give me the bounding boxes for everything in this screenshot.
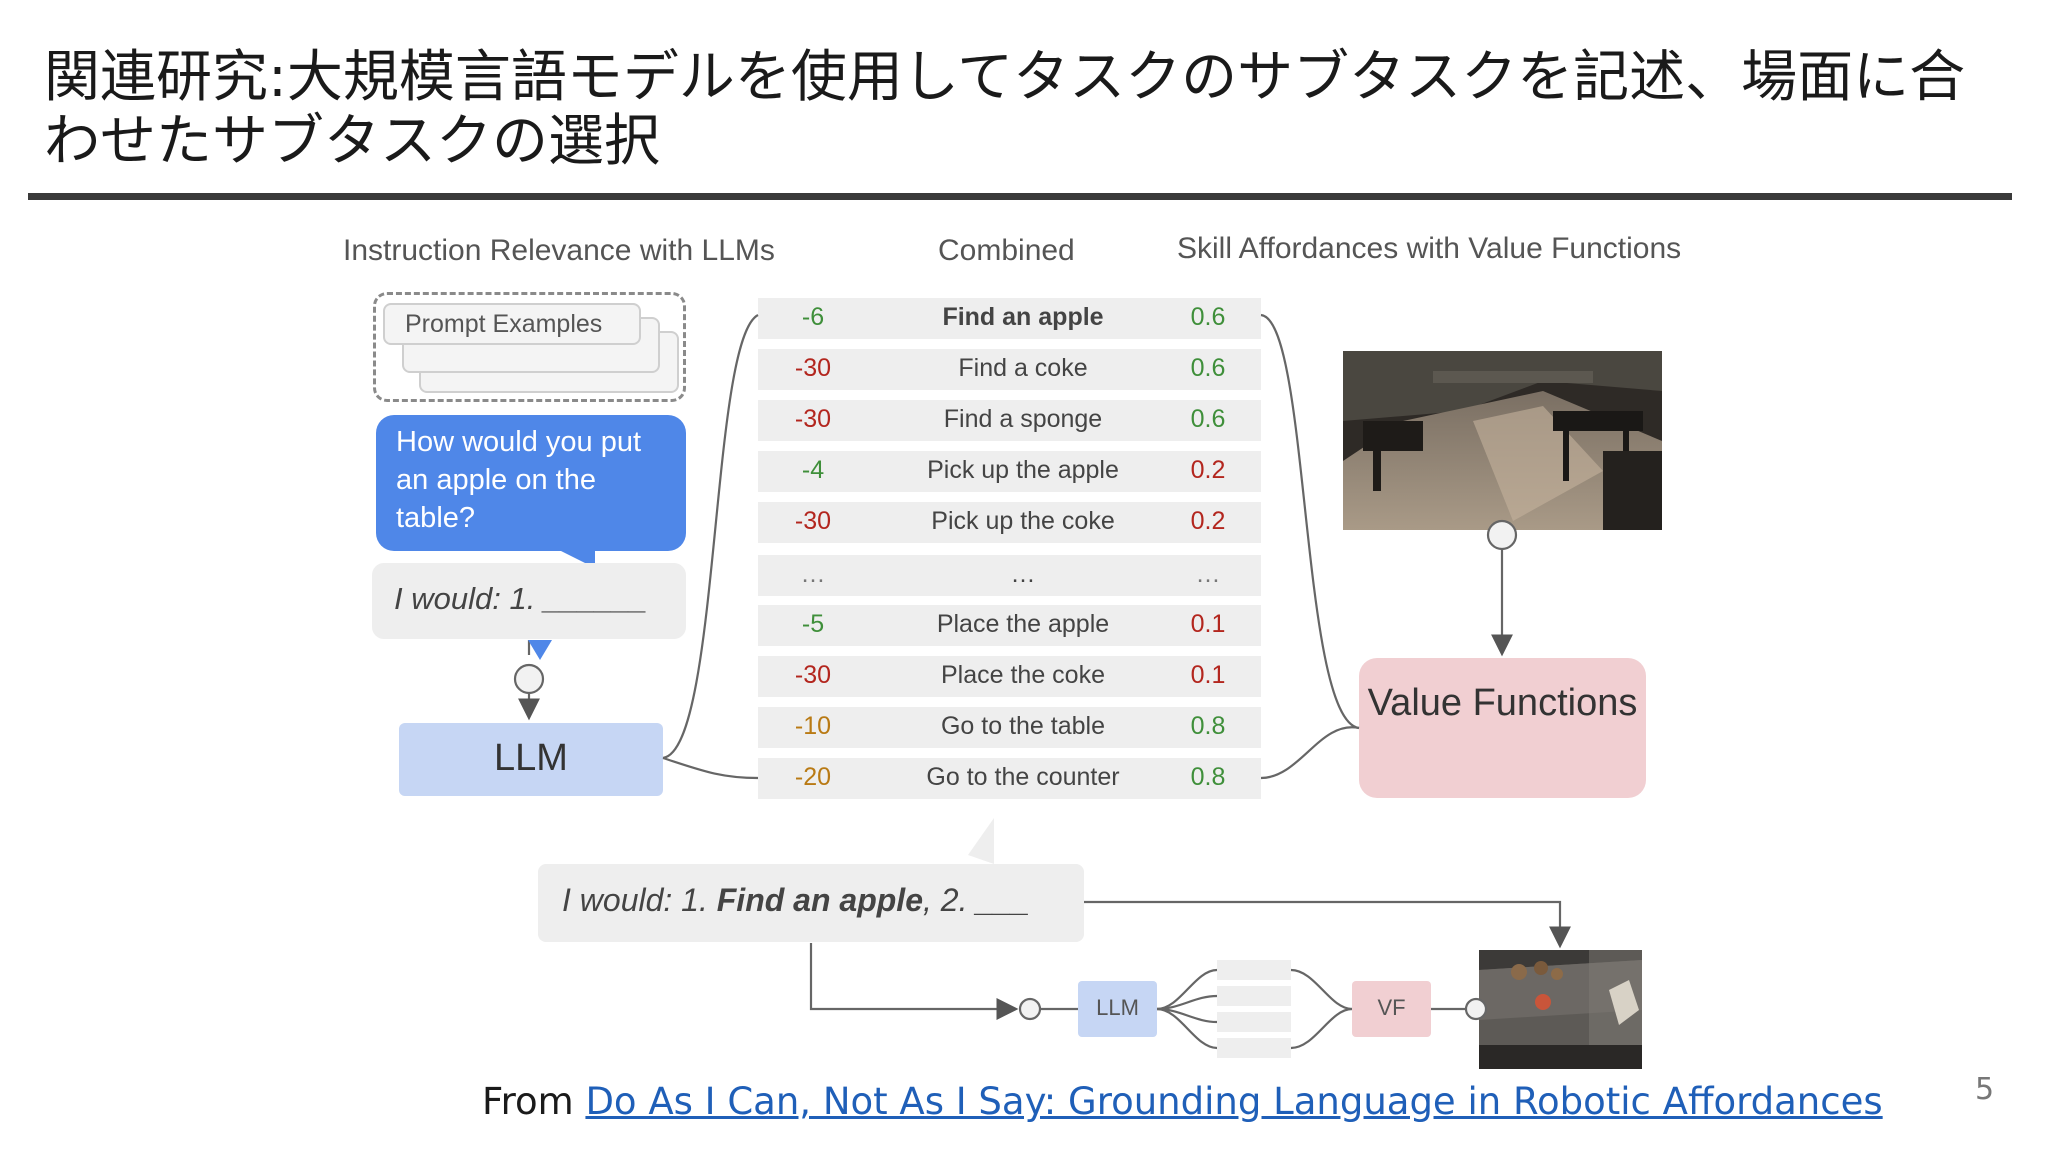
score-row: -20 Go to the counter 0.8 xyxy=(758,758,1261,799)
score-row: -30 Find a coke 0.6 xyxy=(758,349,1261,390)
mini-option-bar xyxy=(1217,986,1291,1006)
value-function-score: 0.1 xyxy=(1190,610,1226,638)
value-function-score: 0.1 xyxy=(1190,661,1226,689)
next-step-chosen-skill: Find an apple xyxy=(716,882,923,918)
score-row: -6 Find an apple 0.6 xyxy=(758,298,1261,339)
value-function-score: 0.6 xyxy=(1190,354,1226,382)
curve-llm-to-bottom xyxy=(662,756,759,780)
paper-link[interactable]: Do As I Can, Not As I Say: Grounding Lan… xyxy=(585,1080,1883,1123)
answer-prompt-text: I would: 1. ______ xyxy=(394,581,648,616)
skill-label: Find an apple xyxy=(942,303,1104,331)
prompt-card-1: Prompt Examples xyxy=(383,303,641,345)
mini-vf-label: VF xyxy=(1377,995,1406,1020)
node-circle xyxy=(513,663,545,695)
mini-option-bar xyxy=(1217,960,1291,980)
score-row: -30 Place the coke 0.1 xyxy=(758,656,1261,697)
skill-label: Place the coke xyxy=(941,661,1105,689)
llm-box: LLM xyxy=(399,723,663,796)
value-function-score: 0.8 xyxy=(1190,763,1226,791)
skill-label: Find a sponge xyxy=(943,405,1103,433)
llm-score: -30 xyxy=(794,507,832,535)
skill-label: … xyxy=(1010,560,1036,588)
restaurant-scene-image xyxy=(1343,351,1662,530)
title-divider xyxy=(28,193,2012,200)
skill-label: Find a coke xyxy=(958,354,1088,382)
mini-llm-label: LLM xyxy=(1096,995,1139,1020)
question-bubble: How would you put an apple on the table? xyxy=(376,415,686,551)
next-step-suffix: , 2. ___ xyxy=(922,882,1030,918)
answer-pointer xyxy=(528,640,552,660)
llm-score: -20 xyxy=(794,763,832,791)
value-function-score: … xyxy=(1195,560,1221,588)
score-row: -30 Find a sponge 0.6 xyxy=(758,400,1261,441)
skill-label: Place the apple xyxy=(936,610,1110,638)
value-functions-label: Value Functions xyxy=(1367,682,1638,724)
mini-vf-box: VF xyxy=(1352,981,1431,1037)
score-row: -10 Go to the table 0.8 xyxy=(758,707,1261,748)
llm-score: … xyxy=(800,560,826,588)
llm-label: LLM xyxy=(494,737,568,779)
step-box-pointer xyxy=(968,818,994,864)
mini-option-bar xyxy=(1217,1038,1291,1058)
mini-end-node-circle xyxy=(1464,997,1488,1021)
skill-label: Go to the counter xyxy=(926,763,1120,791)
curve-top-to-vf xyxy=(1260,313,1360,730)
arrow-step-to-photo xyxy=(1084,900,1571,949)
mini-option-bar xyxy=(1217,1012,1291,1032)
llm-score: -6 xyxy=(801,303,825,331)
score-row: -4 Pick up the apple 0.2 xyxy=(758,451,1261,492)
table-photo xyxy=(1479,950,1642,1069)
value-function-score: 0.6 xyxy=(1190,303,1226,331)
value-function-score: 0.6 xyxy=(1190,405,1226,433)
llm-score: -10 xyxy=(794,712,832,740)
curve-bottom-to-vf xyxy=(1260,726,1360,780)
llm-score: -4 xyxy=(801,456,825,484)
llm-score: -5 xyxy=(801,610,825,638)
next-step-prefix: I would: 1. xyxy=(562,882,717,918)
next-step-prompt-box: I would: 1. Find an apple, 2. ___ xyxy=(538,864,1084,942)
header-instruction-relevance: Instruction Relevance with LLMs xyxy=(343,234,775,267)
header-combined: Combined xyxy=(938,234,1075,267)
header-skill-affordances: Skill Affordances with Value Functions xyxy=(1177,232,1682,265)
value-functions-box: Value Functions xyxy=(1359,658,1646,798)
value-function-score: 0.8 xyxy=(1190,712,1226,740)
llm-score: -30 xyxy=(794,354,832,382)
skill-label: Pick up the apple xyxy=(927,456,1119,484)
score-row: -30 Pick up the coke 0.2 xyxy=(758,502,1261,543)
mini-node-circle xyxy=(1018,997,1042,1021)
answer-prompt-box: I would: 1. ______ xyxy=(372,563,686,639)
prompt-examples-label: Prompt Examples xyxy=(405,310,603,338)
mini-llm-box: LLM xyxy=(1078,981,1157,1037)
slide-title: 関連研究:大規模言語モデルを使用してタスクのサブタスクを記述、場面に合わせたサブ… xyxy=(44,45,1966,174)
next-step-prompt-text: I would: 1. Find an apple, 2. ___ xyxy=(562,882,1030,919)
skill-label: Go to the table xyxy=(940,712,1105,740)
apple-on-table-image xyxy=(1479,950,1642,1069)
skill-label: Pick up the coke xyxy=(931,507,1115,535)
fan-in-1 xyxy=(1290,968,1353,1011)
question-text: How would you put an apple on the table? xyxy=(396,426,642,534)
environment-photo xyxy=(1343,351,1662,530)
score-row: … … … xyxy=(758,555,1261,596)
fan-out-4 xyxy=(1156,1007,1218,1050)
citation: From Do As I Can, Not As I Say: Groundin… xyxy=(482,1080,1883,1123)
value-function-score: 0.2 xyxy=(1190,456,1226,484)
citation-prefix: From xyxy=(482,1080,586,1123)
llm-score: -30 xyxy=(794,661,832,689)
page-number: 5 xyxy=(1975,1072,1995,1107)
photo-node-circle xyxy=(1486,519,1518,551)
prompt-examples-group xyxy=(373,292,686,402)
fan-in-2 xyxy=(1290,1007,1353,1050)
score-row: -5 Place the apple 0.1 xyxy=(758,605,1261,646)
llm-score: -30 xyxy=(794,405,832,433)
curve-llm-to-top xyxy=(662,314,759,760)
arrow-step-to-mini-loop xyxy=(809,943,1019,1020)
value-function-score: 0.2 xyxy=(1190,507,1226,535)
